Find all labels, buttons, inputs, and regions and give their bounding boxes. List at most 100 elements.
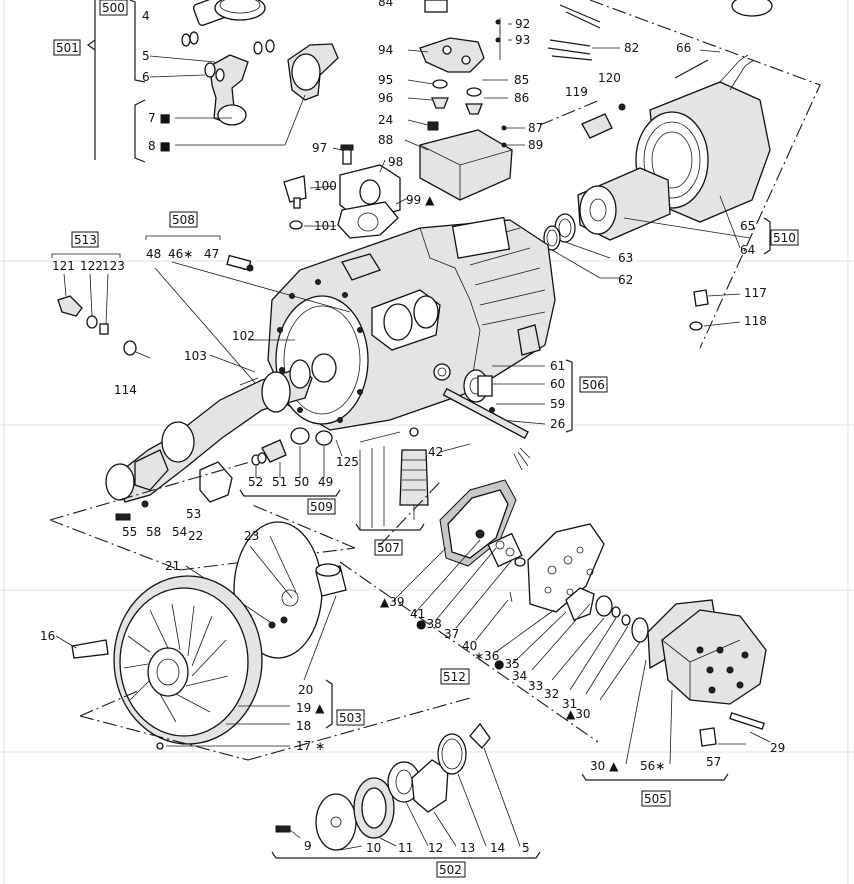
- fittings-121-123: [57, 273, 151, 359]
- label-117: 117: [744, 286, 767, 300]
- label-34: 34: [512, 669, 527, 683]
- label-60: 60: [550, 377, 565, 391]
- label-98: 98: [388, 155, 403, 169]
- label-86: 86: [514, 91, 529, 105]
- label-17: 17 ∗: [296, 739, 325, 753]
- label-18: 18: [296, 719, 311, 733]
- label-19: 19 ▲: [296, 701, 325, 715]
- group-label-513: 513: [74, 233, 97, 247]
- label-42: 42: [428, 445, 443, 459]
- group-label-501: 501: [56, 41, 79, 55]
- label-32: 32: [544, 687, 559, 701]
- label-114: 114: [114, 383, 137, 397]
- end-cover-group-503: [55, 521, 347, 750]
- group-box-505: 505: [641, 790, 671, 807]
- label-85: 85: [514, 73, 529, 87]
- label-94: 94: [378, 43, 393, 57]
- label-26: 26: [550, 417, 565, 431]
- shaft-seal-group-502: [271, 722, 541, 859]
- label-87: 87: [528, 121, 543, 135]
- label-31: 31: [562, 697, 577, 711]
- label-23: 23: [244, 529, 259, 543]
- label-100: 100: [314, 179, 337, 193]
- label-103: 103: [184, 349, 207, 363]
- label-41: 41: [410, 607, 425, 621]
- group-box-513: 513: [51, 231, 121, 258]
- label-13: 13: [460, 841, 475, 855]
- label-61: 61: [550, 359, 565, 373]
- label-11: 11: [398, 841, 413, 855]
- label-97: 97: [312, 141, 327, 155]
- label-10: 10: [366, 841, 381, 855]
- label-122: 122: [80, 259, 103, 273]
- group-label-503: 503: [339, 711, 362, 725]
- label-123: 123: [102, 259, 125, 273]
- label-63: 63: [618, 251, 633, 265]
- label-38: ●38: [416, 617, 442, 631]
- label-55: 55: [122, 525, 137, 539]
- label-95: 95: [378, 73, 393, 87]
- connecting-rod-group: [86, 0, 339, 163]
- label-22: 22: [188, 529, 203, 543]
- bolts-117-118: [689, 289, 741, 331]
- label-89: 89: [528, 138, 543, 152]
- crankcase-heater-42: [439, 387, 531, 471]
- label-7: 7 ■: [148, 111, 171, 125]
- group-box-508: 508: [145, 211, 221, 240]
- label-16: 16: [40, 629, 55, 643]
- group-box-503: 503: [336, 709, 365, 726]
- label-52: 52: [248, 475, 263, 489]
- label-50: 50: [294, 475, 309, 489]
- label-65: 65: [740, 219, 755, 233]
- group-box-500: 500: [99, 0, 128, 16]
- motor-stator-rotor: [539, 0, 821, 349]
- cylinder-head-group-512: [339, 479, 771, 781]
- group-label-510: 510: [773, 231, 796, 245]
- top-valve-parts: 84: [378, 0, 525, 201]
- label-33: 33: [528, 679, 543, 693]
- label-82: 82: [624, 41, 639, 55]
- group-label-506: 506: [582, 378, 605, 392]
- label-47: 47: [204, 247, 219, 261]
- label-36: ∗36: [474, 649, 499, 663]
- label-56: 56∗: [640, 759, 665, 773]
- label-46: 46∗: [168, 247, 193, 261]
- label-101: 101: [314, 219, 337, 233]
- group-box-512: 512: [440, 668, 470, 685]
- label-48: 48: [146, 247, 161, 261]
- label-29: 29: [770, 741, 785, 755]
- label-96: 96: [378, 91, 393, 105]
- label-92: 92: [515, 17, 530, 31]
- compressor-housing: [154, 144, 556, 431]
- label-5-bottom: 5: [522, 841, 530, 855]
- group-box-501: 501: [53, 39, 81, 56]
- group-label-509: 509: [310, 500, 333, 514]
- group-label-512: 512: [443, 670, 466, 684]
- label-54: 54: [172, 525, 187, 539]
- label-9: 9: [304, 839, 312, 853]
- label-24: 24: [378, 113, 393, 127]
- label-84: 84: [378, 0, 393, 9]
- label-12: 12: [428, 841, 443, 855]
- label-120: 120: [598, 71, 621, 85]
- label-37: 37: [444, 627, 459, 641]
- label-30-b: 30 ▲: [590, 759, 619, 773]
- label-64: 64: [740, 243, 755, 257]
- label-121: 121: [52, 259, 75, 273]
- label-57: 57: [706, 755, 721, 769]
- label-118: 118: [744, 314, 767, 328]
- label-21: 21: [165, 559, 180, 573]
- label-6: 6: [142, 70, 150, 84]
- group-label-508: 508: [172, 213, 195, 227]
- group-box-502: 502: [436, 861, 466, 878]
- label-51: 51: [272, 475, 287, 489]
- label-20: 20: [298, 683, 313, 697]
- group-box-507: 507: [374, 539, 403, 556]
- label-39: ▲39: [380, 595, 405, 609]
- label-35: ●35: [494, 657, 520, 671]
- label-49: 49: [318, 475, 333, 489]
- group-box-509: 509: [307, 498, 336, 515]
- label-66: 66: [676, 41, 691, 55]
